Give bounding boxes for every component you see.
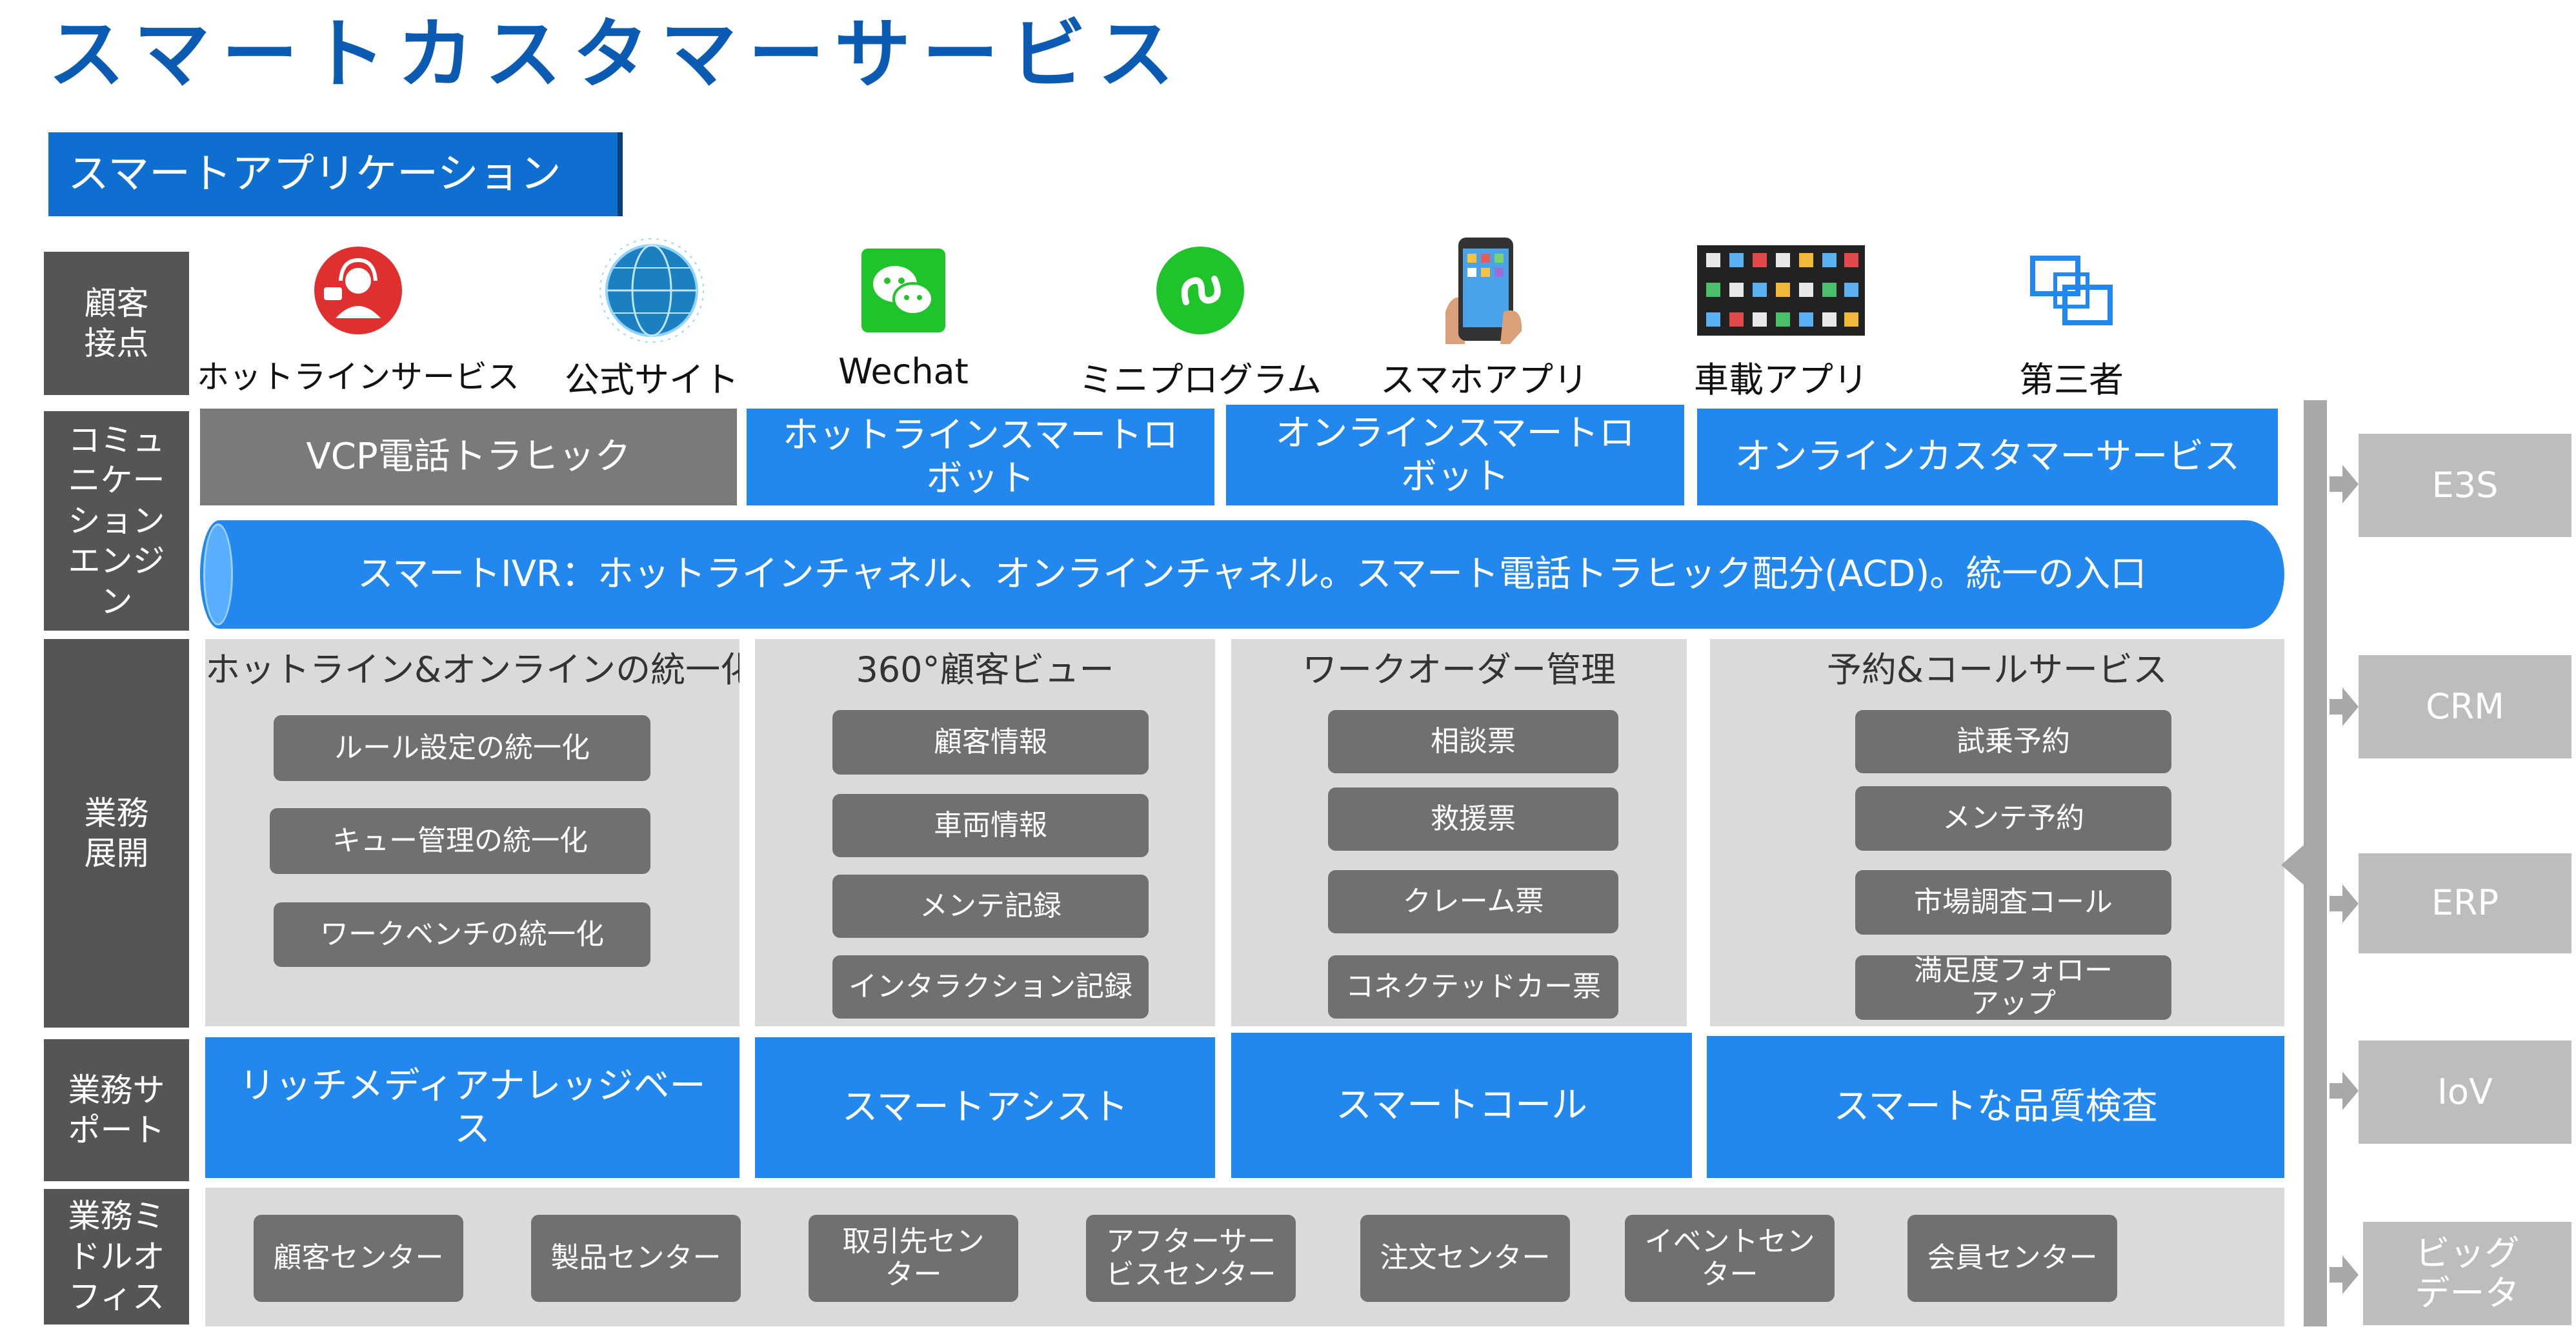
bus-pointer-arrow xyxy=(2281,842,2307,888)
center-order: 注文センター xyxy=(1360,1215,1570,1302)
arrow-right-icon xyxy=(2329,1071,2359,1110)
pill-complaint-ticket: クレーム票 xyxy=(1328,870,1618,933)
support-smart-call: スマートコール xyxy=(1231,1033,1692,1178)
center-product: 製品センター xyxy=(531,1215,741,1302)
support-smart-quality-inspection: スマートな品質検査 xyxy=(1707,1036,2284,1178)
pill-maintenance-record: メンテ記録 xyxy=(832,875,1149,938)
hotline-smart-robot: ホットラインスマートロ ボット xyxy=(747,409,1214,505)
row-label-communication-engine: コミュ ニケー ション エンジ ン xyxy=(44,411,189,631)
pill-test-drive-booking: 試乗予約 xyxy=(1855,710,2171,773)
touchpoint-label: 車載アプリ xyxy=(1694,360,1868,400)
row-label-support: 業務サ ポート xyxy=(44,1039,189,1181)
system-erp: ERP xyxy=(2359,853,2571,953)
mini-program-icon xyxy=(1155,232,1245,349)
pill-interaction-record: インタラクション記録 xyxy=(832,955,1149,1019)
system-crm: CRM xyxy=(2359,655,2571,758)
row-label-middle-office: 業務ミ ドルオ フィス xyxy=(44,1189,189,1325)
touchpoint-car-app: 車載アプリ xyxy=(1671,232,1891,402)
globe-network-icon xyxy=(594,232,710,349)
center-membership: 会員センター xyxy=(1907,1215,2117,1302)
vcp-call-traffic: VCP電話トラヒック xyxy=(200,409,737,505)
support-smart-assist: スマートアシスト xyxy=(755,1037,1215,1178)
wechat-icon xyxy=(861,232,945,349)
pill-rule-unification: ルール設定の統一化 xyxy=(274,715,650,781)
row-label-business: 業務 展開 xyxy=(44,639,189,1028)
page-title: スマートカスタマーサービス xyxy=(48,10,1186,99)
touchpoint-wechat: Wechat xyxy=(794,232,1013,392)
system-e3s: E3S xyxy=(2359,434,2571,537)
row-label-touchpoints: 顧客 接点 xyxy=(44,252,189,395)
touchpoint-label: ホットラインサービス xyxy=(197,358,519,396)
center-after-sales: アフターサー ビスセンター xyxy=(1086,1215,1296,1302)
panel-appointment-call-service: 予約&コールサービス 試乗予約 メンテ予約 市場調査コール 満足度フォロー アッ… xyxy=(1710,639,2284,1026)
system-big-data: ビッグ データ xyxy=(2363,1222,2571,1325)
online-smart-robot: オンラインスマートロ ボット xyxy=(1226,405,1684,505)
integration-bus xyxy=(2304,400,2327,1326)
pill-queue-unification: キュー管理の統一化 xyxy=(270,808,650,874)
arrow-right-icon xyxy=(2329,687,2359,726)
arrow-right-icon xyxy=(2329,884,2359,923)
third-party-icon xyxy=(2029,232,2113,349)
pill-maintenance-booking: メンテ予約 xyxy=(1855,786,2171,851)
touchpoint-website: 公式サイト xyxy=(542,232,761,402)
smart-ivr-bar: スマートIVR：ホットラインチャネル、オンラインチャネル。スマート電話トラヒック… xyxy=(200,520,2284,629)
touchpoint-mini-program: ミニプログラム xyxy=(1058,232,1342,402)
touchpoint-third-party: 第三者 xyxy=(1975,232,2168,402)
center-event: イベントセン ター xyxy=(1625,1215,1835,1302)
touchpoint-label: 第三者 xyxy=(2019,360,2124,400)
center-business-partner: 取引先セン ター xyxy=(809,1215,1018,1302)
pill-satisfaction-followup: 満足度フォロー アップ xyxy=(1855,955,2171,1020)
hotline-operator-icon xyxy=(310,232,407,349)
car-app-grid-icon xyxy=(1697,232,1865,349)
pill-rescue-ticket: 救援票 xyxy=(1328,787,1618,851)
pill-customer-info: 顧客情報 xyxy=(832,710,1149,775)
touchpoint-label: スマホアプリ xyxy=(1380,360,1589,400)
touchpoint-hotline: ホットラインサービス xyxy=(197,232,519,398)
arrow-right-icon xyxy=(2329,465,2359,503)
panel-work-order-management: ワークオーダー管理 相談票 救援票 クレーム票 コネクテッドカー票 xyxy=(1231,639,1687,1026)
pill-workbench-unification: ワークベンチの統一化 xyxy=(274,902,650,967)
smartphone-icon xyxy=(1439,232,1529,349)
pill-vehicle-info: 車両情報 xyxy=(832,794,1149,857)
pill-market-research-call: 市場調査コール xyxy=(1855,870,2171,935)
touchpoint-label: ミニプログラム xyxy=(1078,360,1322,400)
panel-unification: ホットライン&オンラインの統一化 ルール設定の統一化 キュー管理の統一化 ワーク… xyxy=(205,639,740,1026)
middle-office-panel: 顧客センター 製品センター 取引先セン ター アフターサー ビスセンター 注文セ… xyxy=(205,1188,2284,1326)
touchpoint-label: Wechat xyxy=(838,351,969,392)
touchpoint-smartphone-app: スマホアプリ xyxy=(1362,232,1607,402)
system-iov: IoV xyxy=(2359,1041,2571,1144)
section-header: スマートアプリケーション xyxy=(48,132,623,216)
panel-title: ワークオーダー管理 xyxy=(1302,649,1616,690)
support-rich-media-knowledge-base: リッチメディアナレッジベー ス xyxy=(205,1037,740,1178)
panel-title: 予約&コールサービス xyxy=(1826,649,2168,690)
panel-360-customer-view: 360°顧客ビュー 顧客情報 車両情報 メンテ記録 インタラクション記録 xyxy=(755,639,1215,1026)
panel-title: 360°顧客ビュー xyxy=(856,649,1114,690)
pill-consultation-ticket: 相談票 xyxy=(1328,710,1618,773)
pill-connected-car-ticket: コネクテッドカー票 xyxy=(1328,955,1618,1019)
touchpoint-label: 公式サイト xyxy=(565,360,739,400)
cylinder-end-cap xyxy=(203,523,233,625)
arrow-right-icon xyxy=(2329,1255,2359,1294)
panel-title: ホットライン&オンラインの統一化 xyxy=(205,649,740,690)
online-customer-service: オンラインカスタマーサービス xyxy=(1697,409,2278,505)
center-customer: 顧客センター xyxy=(254,1215,463,1302)
smart-ivr-text: スマートIVR：ホットラインチャネル、オンラインチャネル。スマート電話トラヒック… xyxy=(357,553,2147,596)
